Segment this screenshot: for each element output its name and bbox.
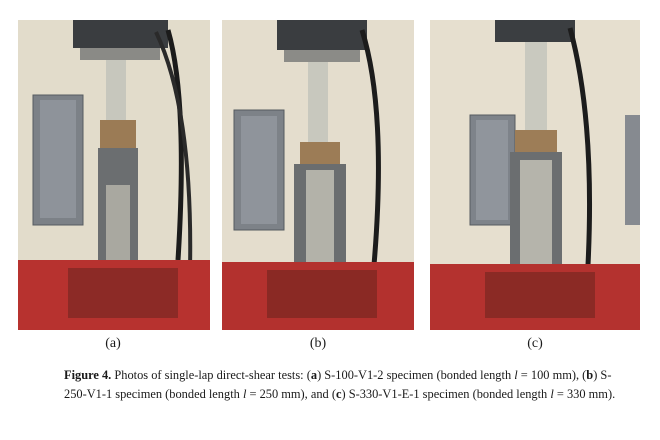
panel-label-a: (a)	[105, 336, 121, 351]
photo-panel-a	[18, 20, 210, 330]
photo-panel-b	[222, 20, 414, 330]
caption-text: ) S-100-V1-2 specimen (bonded length	[317, 368, 515, 382]
caption-symbol-l: l	[550, 387, 554, 401]
caption-text: ) S-250-V1-1 specimen (bonded length	[64, 368, 612, 401]
caption-tag-a: a	[310, 368, 318, 382]
caption-text: Photos of single-lap direct-shear tests:…	[111, 368, 311, 382]
caption-text: = 330 mm).	[553, 387, 616, 401]
caption-figure-number: Figure 4.	[64, 368, 112, 382]
caption-symbol-l: l	[242, 387, 247, 401]
caption-text: = 250 mm), and (	[246, 387, 336, 401]
caption-text: ) S-330-V1-E-1 specimen (bonded length	[341, 387, 551, 401]
panel-label-b: (b)	[309, 336, 327, 351]
figure-caption: Figure 4. Photos of single-lap direct-sh…	[64, 366, 624, 404]
caption-tag-b: b	[586, 368, 594, 382]
caption-tag-c: c	[335, 387, 342, 401]
caption-symbol-l: l	[514, 368, 518, 382]
panel-label-c: (c)	[527, 336, 543, 351]
photo-panel-c	[430, 20, 640, 330]
caption-text: = 100 mm), (	[517, 368, 587, 382]
